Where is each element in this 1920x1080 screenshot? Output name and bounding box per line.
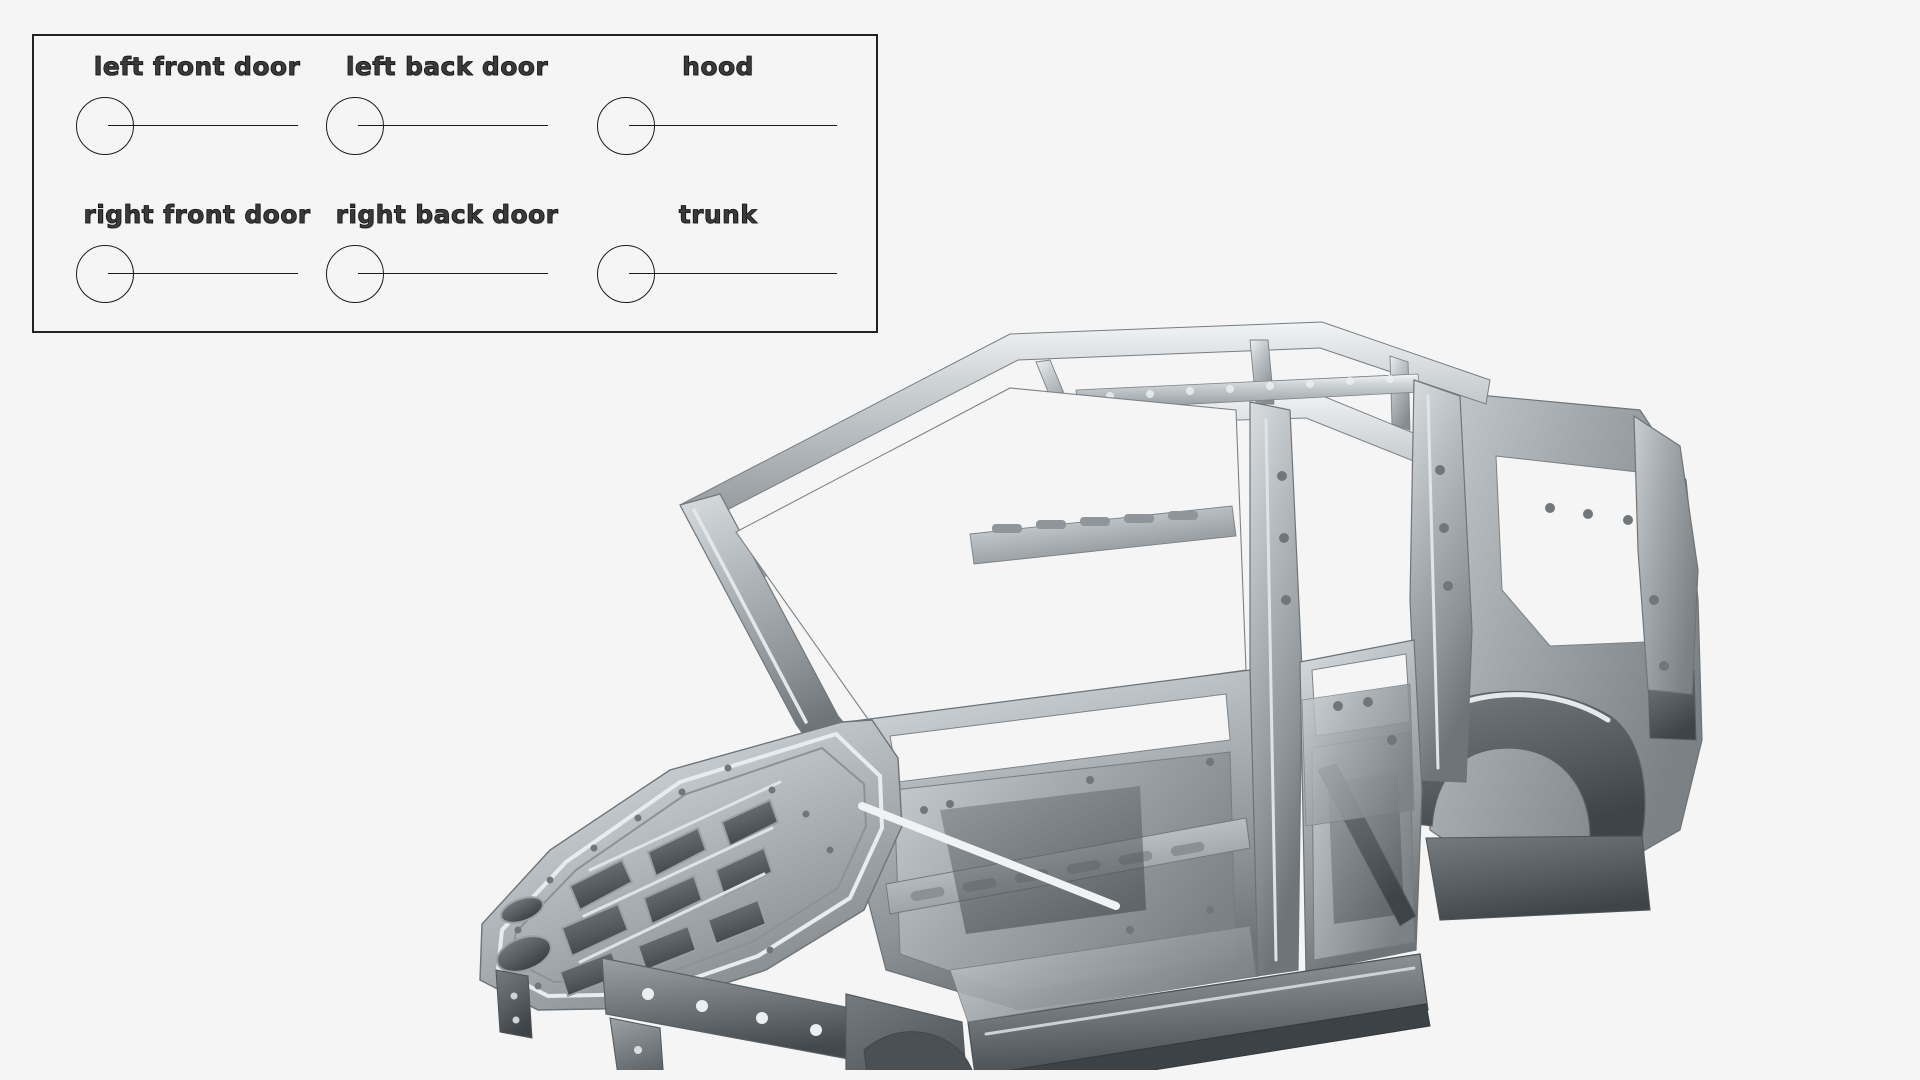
legend-item-right-front-door[interactable]: right front door [56,184,338,334]
legend-marker [76,242,336,308]
legend-item-label: hood [682,52,754,82]
roof-outer-rail [679,321,1491,529]
rocker-sill-lower [1008,1003,1431,1070]
leader-line-icon [108,125,298,126]
legend-row: right front door right back door trunk [34,184,876,334]
car-chassis-group [479,321,1703,1070]
legend-marker [597,94,857,160]
legend-item-label: right back door [335,200,559,230]
floor-pan [949,925,1257,1023]
cowl-brace-slots [992,511,1198,533]
front-rail-left [609,1017,664,1070]
a-pillar-highlight [692,508,808,724]
front-rail-tip [495,969,533,1039]
leader-line-icon [358,273,548,274]
rear-seat-bulkhead [1301,683,1415,827]
front-rail-holes [634,1046,642,1054]
hood-lightening-holes [496,798,780,998]
roof-rail-holes [1106,375,1394,400]
legend-marker [326,94,586,160]
circle-icon[interactable] [326,245,384,303]
rear-lower-panel [1425,835,1651,921]
legend-marker [326,242,586,308]
legend-item-left-front-door[interactable]: left front door [56,36,338,186]
car-body-svg [479,321,1703,1070]
circle-icon[interactable] [597,97,655,155]
leader-line-icon [629,273,837,274]
car-body-image [250,270,1790,1070]
c-pillar-highlight [1426,394,1440,770]
legend-item-right-back-door[interactable]: right back door [306,184,588,334]
legend-panel: left front door left back door hood [32,34,878,333]
hood-ribs [578,780,782,964]
legend-item-hood[interactable]: hood [577,36,859,186]
front-rail-tip-holes [510,992,520,1024]
d-pillar [1633,414,1699,695]
fender-rail-highlight [858,802,1120,910]
circle-icon[interactable] [76,245,134,303]
leader-line-icon [358,125,548,126]
bumper-beam-holes [642,988,822,1036]
front-door-cavity [940,786,1146,934]
hood-inner-frame [496,732,884,998]
leader-line-icon [629,125,837,126]
legend-item-trunk[interactable]: trunk [577,184,859,334]
circle-icon[interactable] [597,245,655,303]
b-pillar-highlight [1264,418,1278,962]
c-pillar [1409,379,1473,783]
leader-line-icon [108,273,298,274]
legend-item-label: right front door [83,200,311,230]
circle-icon[interactable] [76,97,134,155]
body-fastener-holes [920,465,1669,934]
rocker-sill-highlight [984,966,1416,1036]
legend-marker [76,94,336,160]
legend-item-label: left front door [93,52,301,82]
legend-row: left front door left back door hood [34,36,876,186]
front-wheel-house [863,1031,973,1070]
legend-item-left-back-door[interactable]: left back door [306,36,588,186]
legend-item-label: left back door [345,52,549,82]
circle-icon[interactable] [326,97,384,155]
legend-item-label: trunk [678,200,758,230]
legend-marker [597,242,857,308]
